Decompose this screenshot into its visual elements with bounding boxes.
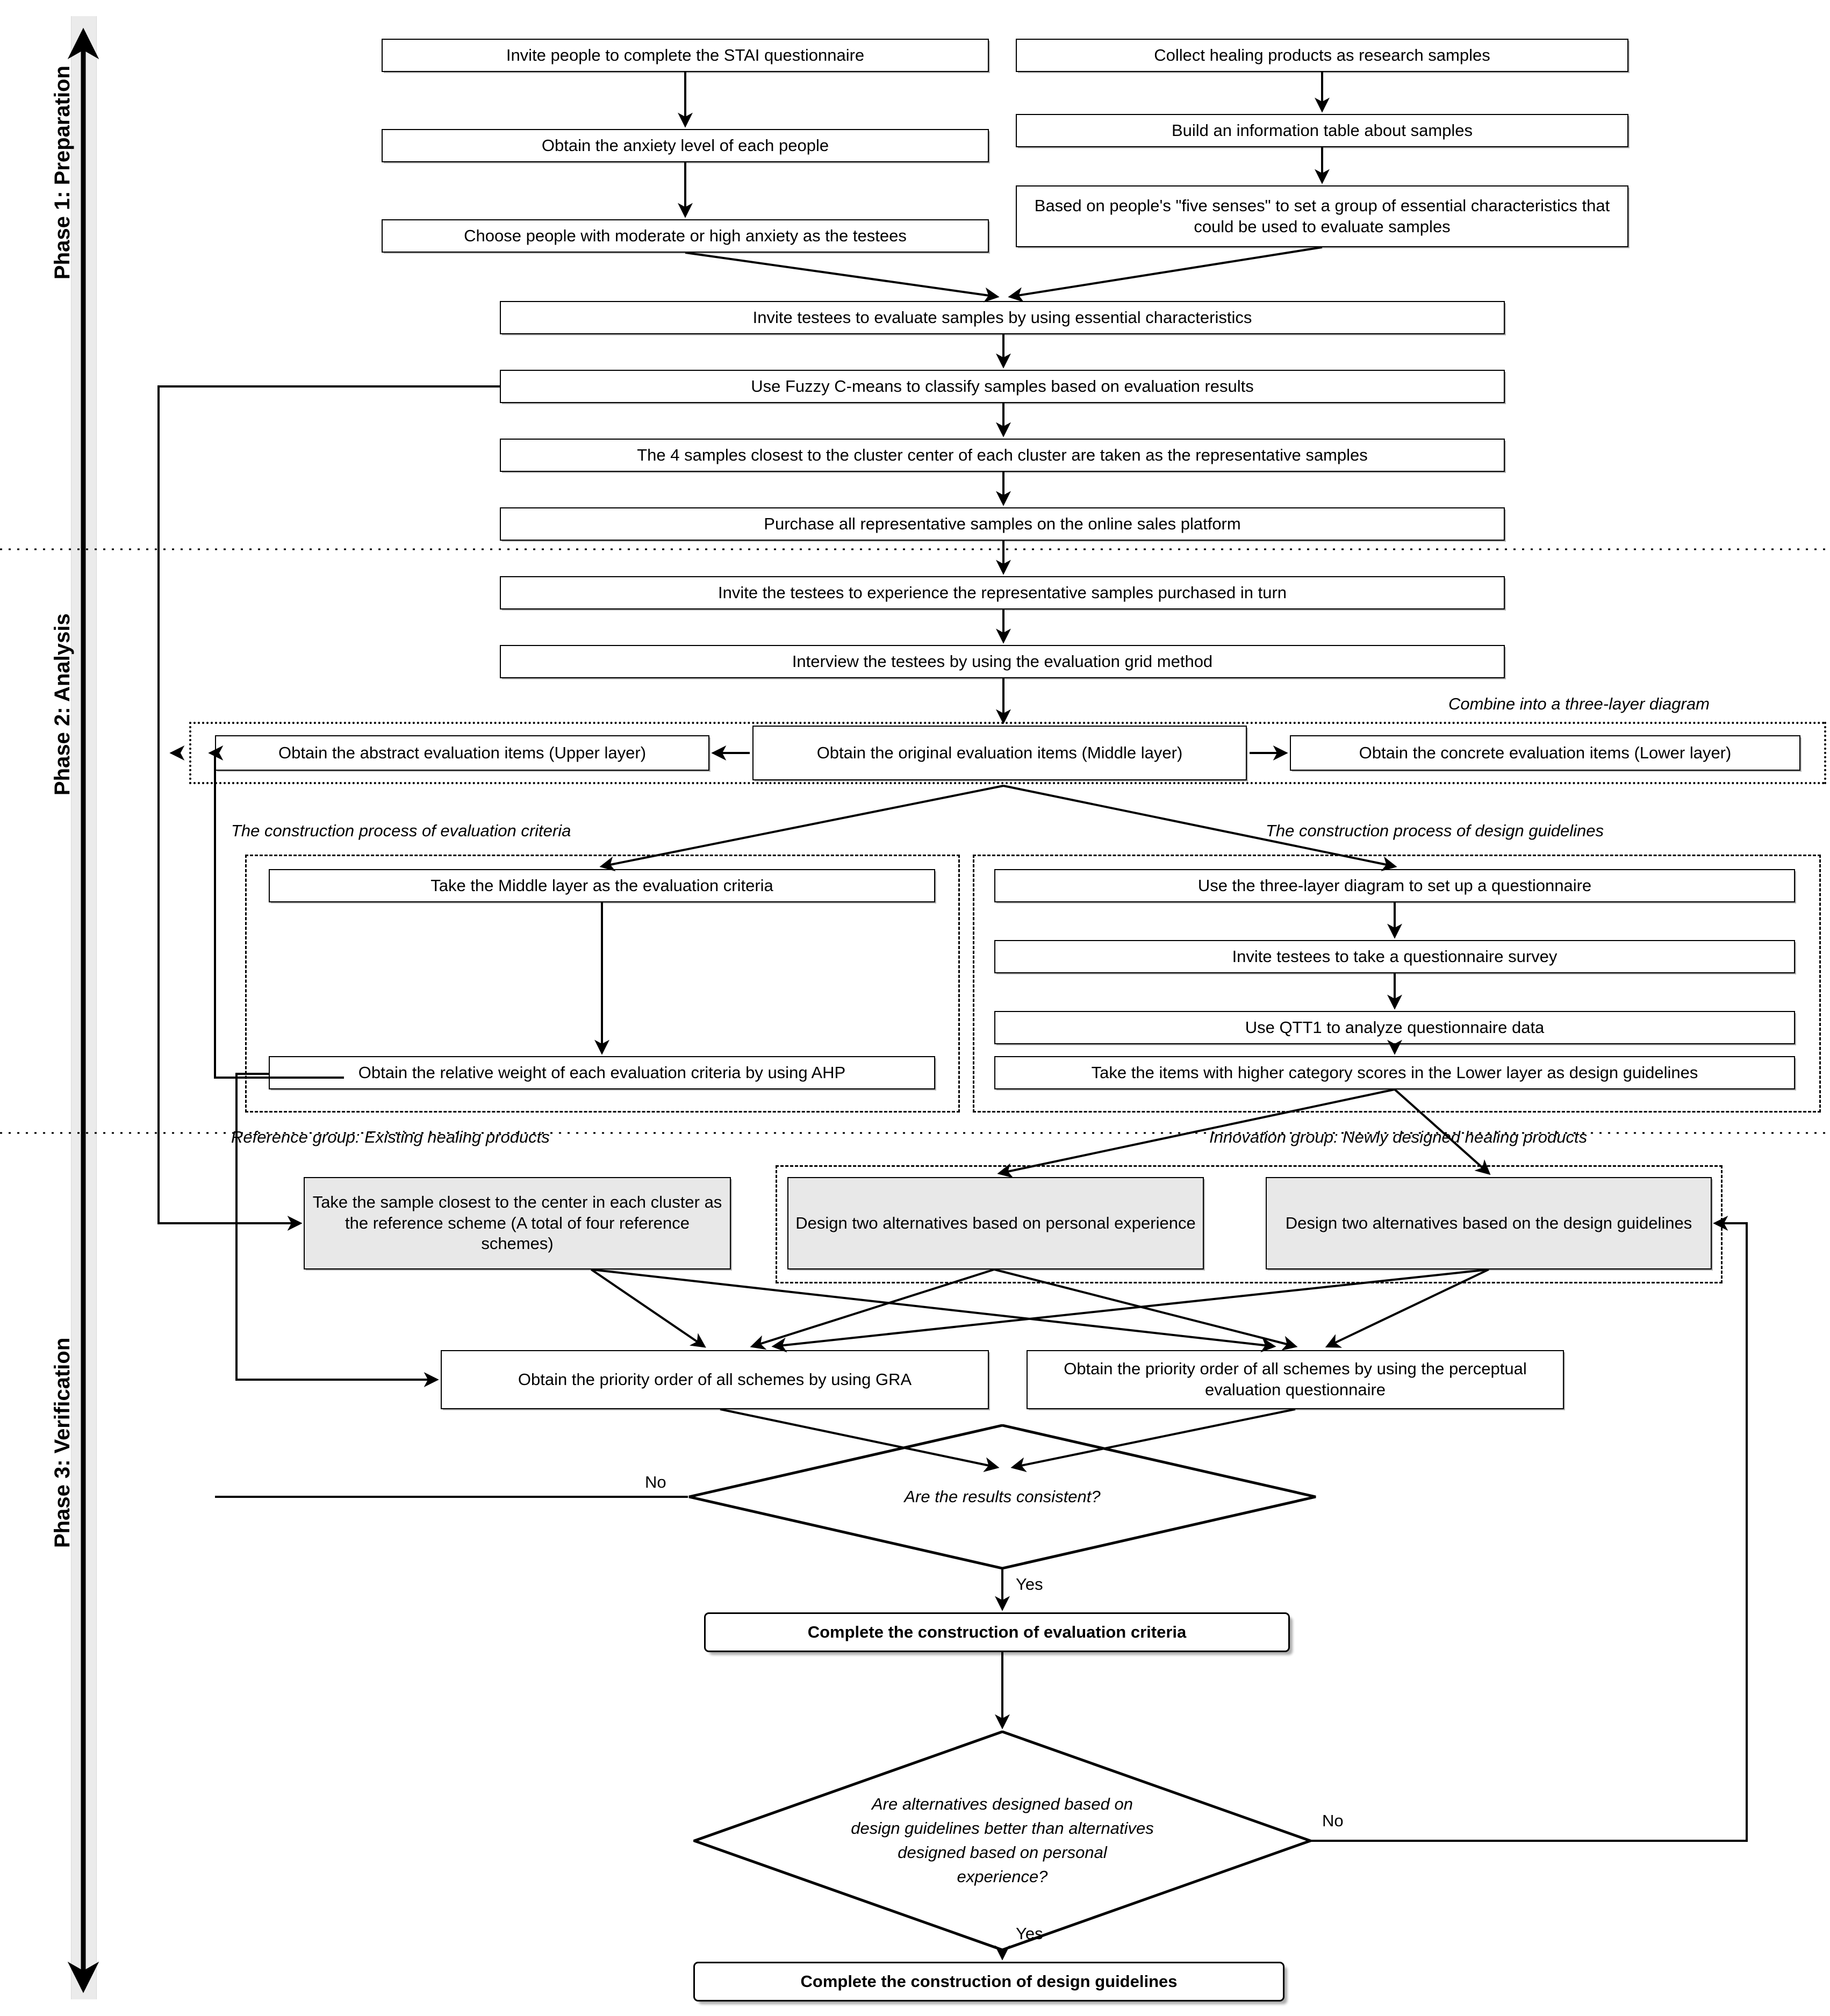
edge-label-yes-consistent: Yes — [1016, 1575, 1043, 1594]
node-qtt1-analyze[interactable]: Use QTT1 to analyze questionnaire data — [994, 1011, 1795, 1044]
node-ahp-weight[interactable]: Obtain the relative weight of each evalu… — [269, 1056, 935, 1089]
node-collect-samples[interactable]: Collect healing products as research sam… — [1016, 39, 1628, 72]
caption-design-guidelines: The construction process of design guide… — [1266, 821, 1604, 840]
node-middle-as-criteria[interactable]: Take the Middle layer as the evaluation … — [269, 869, 935, 902]
node-anxiety-level[interactable]: Obtain the anxiety level of each people — [382, 129, 989, 162]
node-five-senses[interactable]: Based on people's "five senses" to set a… — [1016, 185, 1628, 247]
decision-alternatives-better[interactable]: Are alternatives designed based on desig… — [690, 1730, 1315, 1952]
node-lower-layer[interactable]: Obtain the concrete evaluation items (Lo… — [1290, 735, 1800, 771]
decision-2-label: Are alternatives designed based on desig… — [851, 1795, 1154, 1886]
node-complete-evaluation-criteria[interactable]: Complete the construction of evaluation … — [704, 1612, 1290, 1652]
decision-1-label: Are the results consistent? — [904, 1487, 1101, 1506]
node-fuzzy-cmeans[interactable]: Use Fuzzy C-means to classify samples ba… — [500, 370, 1505, 403]
decision-results-consistent[interactable]: Are the results consistent? — [688, 1424, 1317, 1570]
node-experience-samples[interactable]: Invite the testees to experience the rep… — [500, 576, 1505, 609]
node-evaluate-samples[interactable]: Invite testees to evaluate samples by us… — [500, 301, 1505, 334]
caption-three-layer: Combine into a three-layer diagram — [1448, 694, 1710, 713]
node-invite-stai[interactable]: Invite people to complete the STAI quest… — [382, 39, 989, 72]
node-info-table[interactable]: Build an information table about samples — [1016, 114, 1628, 147]
edge-label-yes-better: Yes — [1016, 1924, 1043, 1943]
node-reference-scheme[interactable]: Take the sample closest to the center in… — [304, 1177, 731, 1269]
node-choose-testees[interactable]: Choose people with moderate or high anxi… — [382, 219, 989, 253]
node-representative-samples[interactable]: The 4 samples closest to the cluster cen… — [500, 439, 1505, 472]
node-priority-perceptual[interactable]: Obtain the priority order of all schemes… — [1027, 1350, 1564, 1409]
edge-label-no-better: No — [1322, 1811, 1344, 1830]
phase-label-verification: Phase 3: Verification — [51, 1337, 74, 1548]
node-setup-questionnaire[interactable]: Use the three-layer diagram to set up a … — [994, 869, 1795, 902]
node-middle-layer[interactable]: Obtain the original evaluation items (Mi… — [752, 726, 1247, 780]
node-alt-personal-experience[interactable]: Design two alternatives based on persona… — [787, 1177, 1204, 1269]
caption-evaluation-criteria: The construction process of evaluation c… — [231, 821, 571, 840]
caption-innovation-group: Innovation group: Newly designed healing… — [1209, 1128, 1588, 1146]
node-upper-layer[interactable]: Obtain the abstract evaluation items (Up… — [215, 735, 709, 771]
node-design-guidelines-items[interactable]: Take the items with higher category scor… — [994, 1056, 1795, 1089]
node-complete-design-guidelines[interactable]: Complete the construction of design guid… — [693, 1962, 1284, 2001]
phase-label-analysis: Phase 2: Analysis — [51, 613, 74, 795]
node-evaluation-grid[interactable]: Interview the testees by using the evalu… — [500, 645, 1505, 678]
node-priority-gra[interactable]: Obtain the priority order of all schemes… — [441, 1350, 989, 1409]
node-purchase-samples[interactable]: Purchase all representative samples on t… — [500, 507, 1505, 541]
node-questionnaire-survey[interactable]: Invite testees to take a questionnaire s… — [994, 940, 1795, 973]
node-alt-design-guidelines[interactable]: Design two alternatives based on the des… — [1266, 1177, 1712, 1269]
caption-reference-group: Reference group: Existing healing produc… — [231, 1128, 550, 1146]
edge-label-no-consistent: No — [645, 1473, 666, 1491]
phase-rail — [71, 16, 97, 1999]
phase-label-preparation: Phase 1: Preparation — [51, 66, 74, 279]
